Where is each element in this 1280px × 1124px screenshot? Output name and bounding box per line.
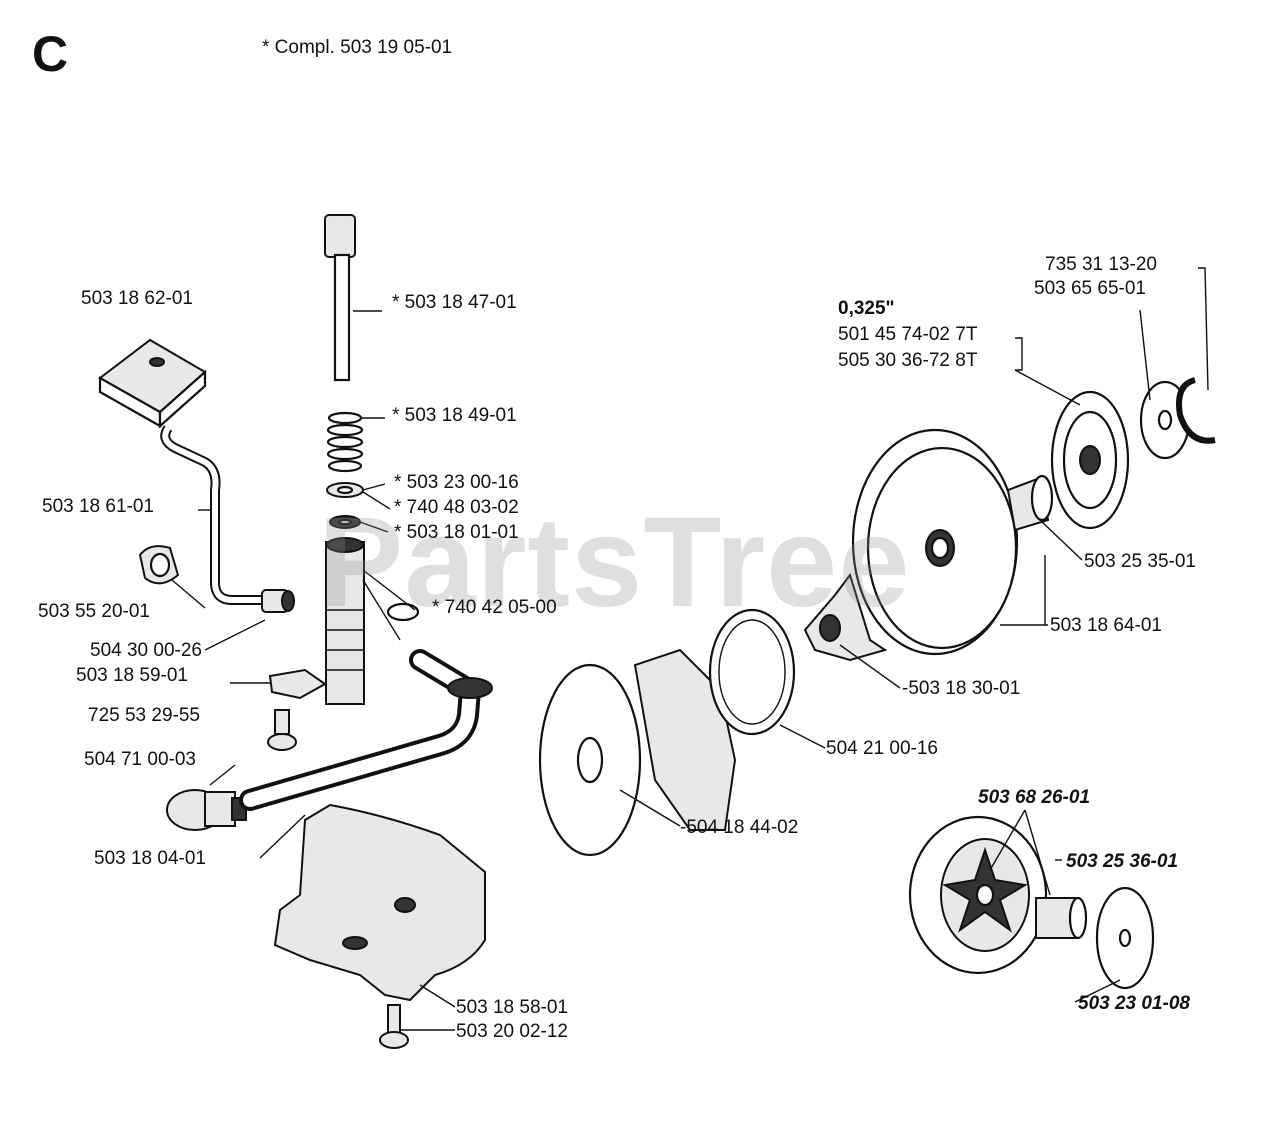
part-label: 503 23 01-08 bbox=[1078, 993, 1190, 1014]
needle-bearing bbox=[1006, 474, 1054, 532]
part-label: 504 71 00-03 bbox=[84, 749, 196, 770]
clutch-spring bbox=[708, 608, 796, 736]
clutch-shoe bbox=[633, 648, 737, 831]
part-label: * 740 42 05-00 bbox=[432, 597, 557, 618]
e-clip bbox=[1176, 377, 1216, 444]
part-label: * 503 18 49-01 bbox=[392, 405, 517, 426]
grommet bbox=[138, 545, 180, 585]
small-washer bbox=[1095, 886, 1155, 990]
watermark: PartsTree bbox=[318, 491, 911, 634]
part-label: 503 18 58-01 bbox=[456, 997, 568, 1018]
part-label: 504 30 00-26 bbox=[90, 640, 202, 661]
screw bbox=[267, 709, 297, 751]
rim-sprocket bbox=[1050, 390, 1130, 530]
leader-lines bbox=[171, 267, 1209, 1031]
part-label: 505 30 36-72 8T bbox=[838, 350, 978, 371]
complete-kit-note: * Compl. 503 19 05-01 bbox=[262, 37, 453, 58]
pump-piston bbox=[324, 214, 356, 382]
chain-pitch-label: 0,325" bbox=[838, 298, 895, 319]
part-label: -504 18 44-02 bbox=[680, 817, 799, 838]
clutch-hub bbox=[803, 572, 888, 662]
bracket bbox=[268, 668, 327, 700]
part-label: 735 31 13-20 bbox=[1045, 254, 1157, 275]
cover-disc bbox=[538, 663, 642, 857]
tank-screw bbox=[379, 1004, 409, 1049]
part-label: 725 53 29-55 bbox=[88, 705, 200, 726]
part-label: * 503 18 47-01 bbox=[392, 292, 517, 313]
part-label: 503 18 04-01 bbox=[94, 848, 206, 869]
part-label: 503 18 59-01 bbox=[76, 665, 188, 686]
spring bbox=[326, 411, 364, 473]
part-label: 503 68 26-01 bbox=[978, 787, 1090, 808]
part-label: 503 55 20-01 bbox=[38, 601, 150, 622]
pump-body bbox=[325, 537, 365, 705]
hose-nipple bbox=[261, 589, 295, 613]
part-label: 503 18 61-01 bbox=[42, 496, 154, 517]
part-label: 503 65 65-01 bbox=[1034, 278, 1146, 299]
section-letter: C bbox=[32, 26, 69, 82]
part-label: * 503 18 01-01 bbox=[394, 522, 519, 543]
part-label: * 503 23 00-16 bbox=[394, 472, 519, 493]
part-label: 503 18 64-01 bbox=[1050, 615, 1162, 636]
oil-filter bbox=[166, 789, 247, 831]
part-label: 504 21 00-16 bbox=[826, 738, 938, 759]
part-label: * 740 48 03-02 bbox=[394, 497, 519, 518]
part-label: 503 25 36-01 bbox=[1066, 851, 1178, 872]
clutch-drum bbox=[851, 428, 1019, 656]
spur-sprocket bbox=[908, 815, 1048, 975]
part-label: -503 18 30-01 bbox=[902, 678, 1021, 699]
part-label: 503 18 62-01 bbox=[81, 288, 193, 309]
rubber-block bbox=[98, 338, 207, 429]
small-bearing bbox=[1035, 896, 1088, 940]
part-label: 503 25 35-01 bbox=[1084, 551, 1196, 572]
o-ring bbox=[386, 602, 420, 622]
part-label: 501 45 74-02 7T bbox=[838, 324, 978, 345]
tank-cover bbox=[273, 803, 486, 1002]
washers bbox=[326, 482, 364, 529]
part-label: 503 20 02-12 bbox=[456, 1021, 568, 1042]
